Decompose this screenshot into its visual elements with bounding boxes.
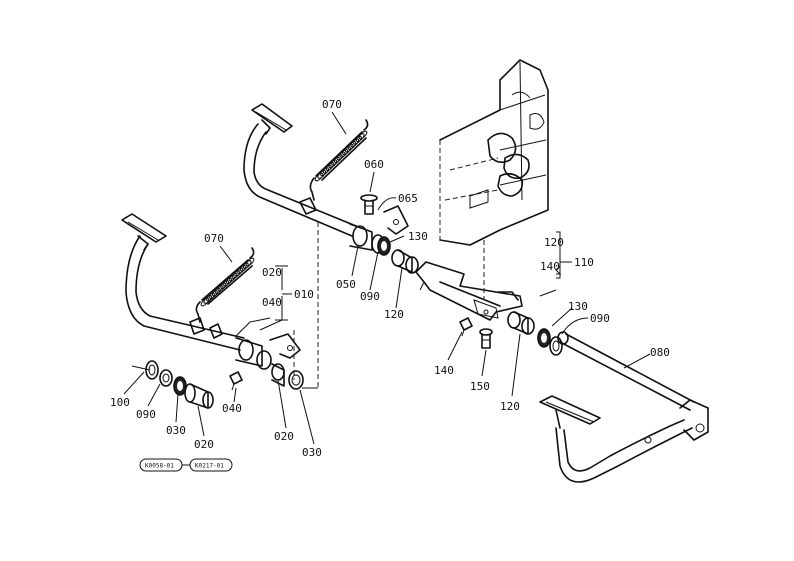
label-020-center: 020 [274,430,294,443]
cross-bracket [415,261,523,321]
label-120-upper: 120 [384,308,404,321]
clip-065 [383,205,409,235]
spring-070-upper [309,119,369,201]
label-130-upper: 130 [408,230,428,243]
label-110: 110 [574,256,594,269]
label-150: 150 [470,380,490,393]
spring-coil [245,257,255,267]
lower-center-bushings [256,350,304,390]
label-070-lower: 070 [204,232,224,245]
spring-coil [358,130,368,140]
spring-070-lower [195,247,255,323]
label-130-lower: 130 [568,300,588,313]
upper-pedal-arm [243,103,373,251]
left-end-parts [131,360,214,409]
code-right: K0217-01 [195,463,224,470]
label-140-group: 140 [540,260,560,273]
label-090-left: 090 [136,408,156,421]
pedal-080 [539,331,709,483]
nipple-140 [459,317,473,337]
label-100: 100 [110,396,130,409]
label-090-right: 090 [590,312,610,325]
label-120-lower: 120 [500,400,520,413]
code-left: K0058-01 [145,463,174,470]
label-065: 065 [398,192,418,205]
label-030-center: 030 [302,446,322,459]
upper-hub-bushings [371,234,419,274]
label-040-group: 040 [262,296,282,309]
label-120-group: 120 [544,236,564,249]
label-020-left: 020 [194,438,214,451]
label-050: 050 [336,278,356,291]
label-080: 080 [650,346,670,359]
label-040-lower: 040 [222,402,242,415]
label-060: 060 [364,158,384,171]
catalogue-codes: K0058-01 K0217-01 [139,458,233,472]
leader-lines [123,111,651,445]
label-010: 010 [294,288,314,301]
label-140-center: 140 [434,364,454,377]
bolt-060 [360,194,378,215]
nipple-040 [229,371,243,391]
lower-right-bushings [507,311,563,356]
lower-pedal-arm [121,213,301,367]
label-070-upper: 070 [322,98,342,111]
transmission-housing [439,59,549,246]
part-labels: 070 060 065 130 050 090 120 070 020 040 … [110,98,670,459]
bolt-150 [479,328,493,349]
label-090-upper: 090 [360,290,380,303]
label-030-left: 030 [166,424,186,437]
label-020-group: 020 [262,266,282,279]
